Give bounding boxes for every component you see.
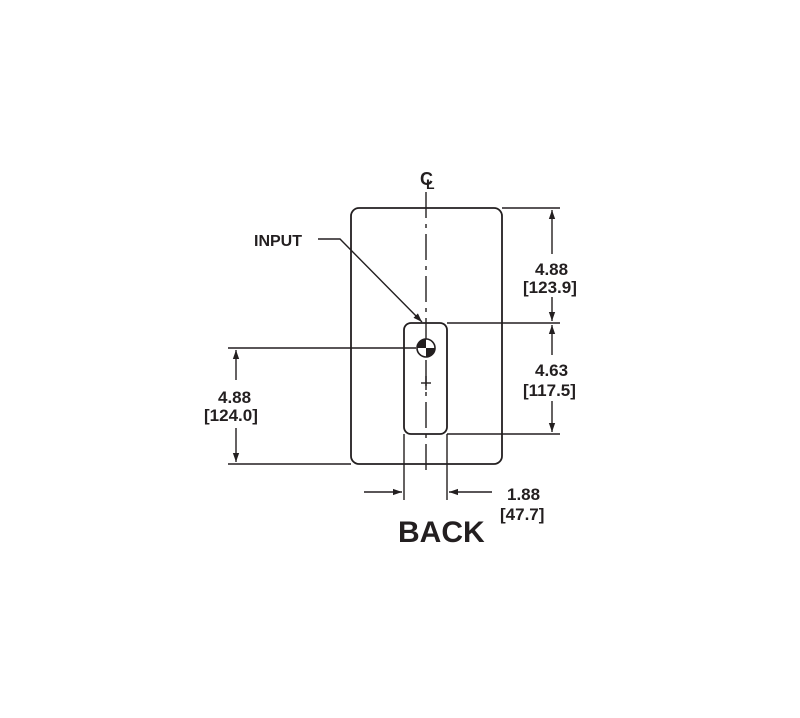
svg-text:CL: CL bbox=[420, 169, 435, 192]
dim-left-inches: 4.88 bbox=[218, 388, 251, 407]
dim-bottom-inches: 1.88 bbox=[507, 485, 540, 504]
dim-top-right-mm: [123.9] bbox=[523, 278, 577, 297]
center-cross-mark bbox=[421, 376, 431, 390]
dimension-top-right: 4.88 [123.9] bbox=[523, 210, 577, 321]
input-port-icon bbox=[416, 338, 436, 358]
dimension-mid-right: 4.63 [117.5] bbox=[523, 325, 576, 432]
dimension-bottom: 1.88 [47.7] bbox=[364, 485, 544, 524]
centerline-symbol: CL bbox=[420, 169, 435, 192]
dim-top-right-inches: 4.88 bbox=[535, 260, 568, 279]
dim-mid-right-inches: 4.63 bbox=[535, 361, 568, 380]
input-leader: INPUT bbox=[254, 233, 423, 323]
dim-mid-right-mm: [117.5] bbox=[523, 381, 576, 400]
dim-left-mm: [124.0] bbox=[204, 406, 258, 425]
view-title: BACK bbox=[398, 516, 485, 549]
input-label: INPUT bbox=[254, 233, 302, 250]
dim-bottom-mm: [47.7] bbox=[500, 505, 544, 524]
dimension-left: 4.88 [124.0] bbox=[204, 350, 258, 462]
